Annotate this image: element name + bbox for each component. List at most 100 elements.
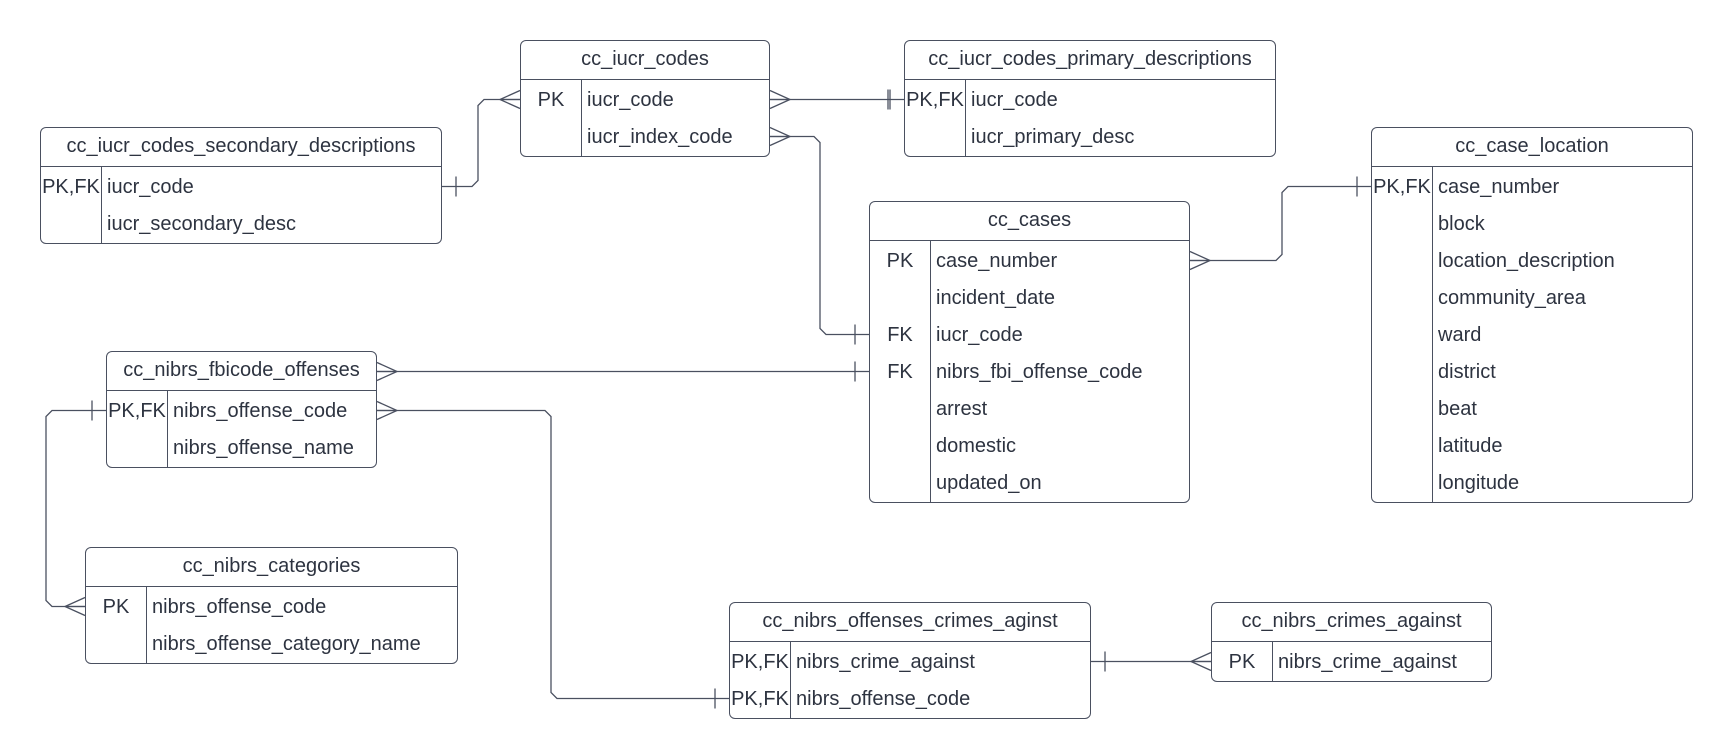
entity-fields: PK iucr_code iucr_index_code (521, 80, 769, 156)
field-key: PK,FK (108, 400, 166, 422)
field-row[interactable]: iucr_index_code (521, 119, 769, 156)
field-key: FK (887, 324, 913, 346)
key-column-divider (1432, 167, 1433, 502)
entity-title: cc_iucr_codes_primary_descriptions (905, 41, 1275, 80)
entity-title: cc_nibrs_fbicode_offenses (107, 352, 376, 391)
field-key: PK (1228, 651, 1256, 673)
field-key (870, 465, 930, 502)
relationship-line (1190, 185, 1371, 262)
field-name: iucr_secondary_desc (107, 213, 296, 235)
field-row[interactable]: latitude (1372, 428, 1692, 465)
relationship-line (770, 135, 869, 336)
field-row[interactable]: arrest (870, 391, 1189, 428)
field-row[interactable]: community_area (1372, 280, 1692, 317)
relationship-line (45, 409, 106, 608)
field-key (107, 430, 167, 467)
field-name: beat (1438, 398, 1477, 420)
field-name: district (1438, 361, 1496, 383)
field-key (1372, 206, 1432, 243)
relationship-line (442, 98, 520, 188)
field-name: iucr_code (587, 89, 674, 111)
field-name: iucr_primary_desc (971, 126, 1135, 148)
field-row[interactable]: PK,FK nibrs_offense_code (107, 393, 376, 430)
field-row[interactable]: iucr_primary_desc (905, 119, 1275, 156)
entity-title: cc_nibrs_offenses_crimes_aginst (730, 603, 1090, 642)
field-row[interactable]: beat (1372, 391, 1692, 428)
field-row[interactable]: location_description (1372, 243, 1692, 280)
field-name: location_description (1438, 250, 1615, 272)
entity-fields: PK,FK nibrs_offense_code nibrs_offense_nam… (107, 391, 376, 467)
field-name: case_number (1438, 176, 1560, 198)
field-row[interactable]: district (1372, 354, 1692, 391)
entity-title: cc_nibrs_categories (86, 548, 457, 587)
relationship-line (377, 409, 729, 700)
key-column-divider (581, 80, 582, 156)
crows-foot-many-marker (63, 596, 86, 617)
field-row[interactable]: nibrs_offense_category_name (86, 626, 457, 663)
field-key (1372, 280, 1432, 317)
field-row[interactable]: block (1372, 206, 1692, 243)
field-name: nibrs_offense_code (152, 596, 327, 618)
field-key: PK (537, 89, 565, 111)
crows-foot-many-marker (376, 400, 399, 421)
field-row[interactable]: PK,FK nibrs_crime_against (730, 644, 1090, 681)
crows-foot-many-marker (498, 89, 521, 110)
field-name: longitude (1438, 472, 1520, 494)
key-column-divider (930, 241, 931, 502)
crows-foot-many-marker (1189, 651, 1212, 672)
field-row[interactable]: PK iucr_code (521, 82, 769, 119)
field-key (1372, 428, 1432, 465)
field-row[interactable]: iucr_secondary_desc (41, 206, 441, 243)
field-name: latitude (1438, 435, 1503, 457)
key-column-divider (101, 167, 102, 243)
field-row[interactable]: PK,FK case_number (1372, 169, 1692, 206)
field-name: updated_on (936, 472, 1042, 494)
field-name: nibrs_crime_against (796, 651, 975, 673)
field-key (1372, 465, 1432, 502)
field-key (1372, 243, 1432, 280)
field-key (1372, 317, 1432, 354)
entity-title: cc_iucr_codes_secondary_descriptions (41, 128, 441, 167)
field-key: PK,FK (1373, 176, 1431, 198)
field-key: PK,FK (731, 651, 789, 673)
field-name: iucr_code (971, 89, 1058, 111)
field-key: FK (887, 361, 913, 383)
field-name: domestic (936, 435, 1017, 457)
field-name: nibrs_offense_code (173, 400, 348, 422)
field-row[interactable]: nibrs_offense_name (107, 430, 376, 467)
entity-title: cc_case_location (1372, 128, 1692, 167)
field-key (905, 119, 965, 156)
field-row[interactable]: ward (1372, 317, 1692, 354)
field-name: ward (1438, 324, 1482, 346)
field-name: nibrs_offense_name (173, 437, 354, 459)
field-row[interactable]: incident_date (870, 280, 1189, 317)
field-row[interactable]: updated_on (870, 465, 1189, 502)
entity-title: cc_iucr_codes (521, 41, 769, 80)
entity-title: cc_cases (870, 202, 1189, 241)
field-row[interactable]: longitude (1372, 465, 1692, 502)
field-name: incident_date (936, 287, 1055, 309)
field-key (870, 428, 930, 465)
field-name: nibrs_offense_category_name (152, 633, 421, 655)
field-row[interactable]: domestic (870, 428, 1189, 465)
field-key (870, 391, 930, 428)
